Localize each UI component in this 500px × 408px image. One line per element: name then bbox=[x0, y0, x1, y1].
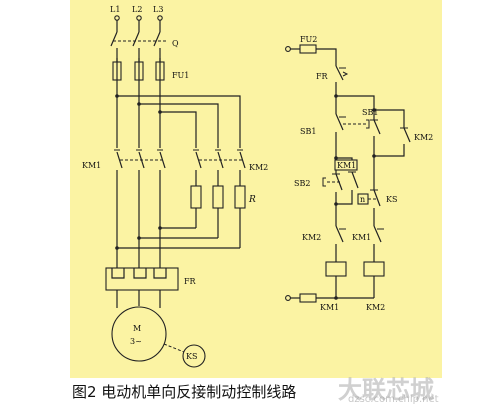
label-l2: L2 bbox=[132, 5, 142, 14]
interlock-km2 bbox=[335, 225, 346, 262]
label-km2-hold: KM2 bbox=[414, 133, 433, 142]
km1-hold-box bbox=[334, 159, 358, 171]
label-fr-main: FR bbox=[184, 277, 197, 286]
label-fr-contact: FR bbox=[316, 72, 329, 81]
label-q: Q bbox=[172, 39, 179, 48]
label-fu2: FU2 bbox=[300, 35, 317, 44]
speed-relay-contact: n bbox=[357, 189, 381, 226]
label-coil-km1: KM1 bbox=[320, 303, 339, 312]
bottom-fuse bbox=[299, 293, 317, 303]
label-coil-km2: KM2 bbox=[366, 303, 385, 312]
stop-button-sb1-no bbox=[370, 119, 381, 152]
start-button-sb2 bbox=[322, 170, 343, 226]
label-ks: KS bbox=[386, 195, 397, 204]
label-l3: L3 bbox=[153, 5, 163, 14]
terminal-l2 bbox=[136, 15, 142, 21]
label-interlock-km1: KM1 bbox=[352, 233, 371, 242]
fr-contact bbox=[335, 65, 349, 114]
speed-relay-ks: KS bbox=[182, 344, 206, 368]
label-l1: L1 bbox=[110, 5, 120, 14]
interlock-km1 bbox=[373, 225, 384, 262]
fuses-fu1 bbox=[112, 58, 165, 84]
coil-km1 bbox=[325, 261, 347, 277]
terminal-l3 bbox=[157, 15, 163, 21]
figure-caption: 图2 电动机单向反接制动控制线路 bbox=[72, 383, 297, 401]
contactor-km2-main bbox=[193, 149, 246, 169]
stop-button-sb1 bbox=[335, 113, 370, 158]
label-sb2: SB2 bbox=[294, 179, 310, 188]
resistors-r bbox=[190, 170, 246, 248]
speed-box-symbol: n bbox=[360, 195, 365, 204]
thermal-relay-fr bbox=[105, 267, 179, 308]
main-switch-q bbox=[110, 20, 168, 62]
label-km1-hold: KM1 bbox=[337, 161, 356, 170]
terminal-l1 bbox=[114, 15, 120, 21]
label-sb1: SB1 bbox=[300, 127, 316, 136]
fuse-fu2 bbox=[290, 44, 337, 66]
label-km1-main: KM1 bbox=[82, 161, 101, 170]
speed-relay-label: KS bbox=[186, 352, 197, 361]
label-km2-main: KM2 bbox=[249, 163, 268, 172]
label-sb1-top: SB1 bbox=[362, 108, 378, 117]
coil-km2 bbox=[363, 261, 385, 277]
motor-m: M 3~ bbox=[111, 306, 167, 362]
watermark-url: dzsc.com.chip.net bbox=[348, 394, 439, 405]
contactor-km1-main bbox=[114, 149, 166, 169]
motor-phase-label: 3~ bbox=[130, 337, 142, 346]
label-interlock-km2: KM2 bbox=[302, 233, 321, 242]
km1-hold-contact bbox=[336, 171, 359, 205]
control-terminal-top bbox=[285, 46, 291, 52]
label-r: R bbox=[248, 195, 256, 205]
label-fu1: FU1 bbox=[172, 71, 189, 80]
motor-label: M bbox=[133, 324, 141, 333]
control-terminal-bottom bbox=[285, 295, 291, 301]
watermark-logo: 大联芯城 bbox=[338, 376, 434, 404]
km2-hold-contact bbox=[374, 127, 411, 157]
